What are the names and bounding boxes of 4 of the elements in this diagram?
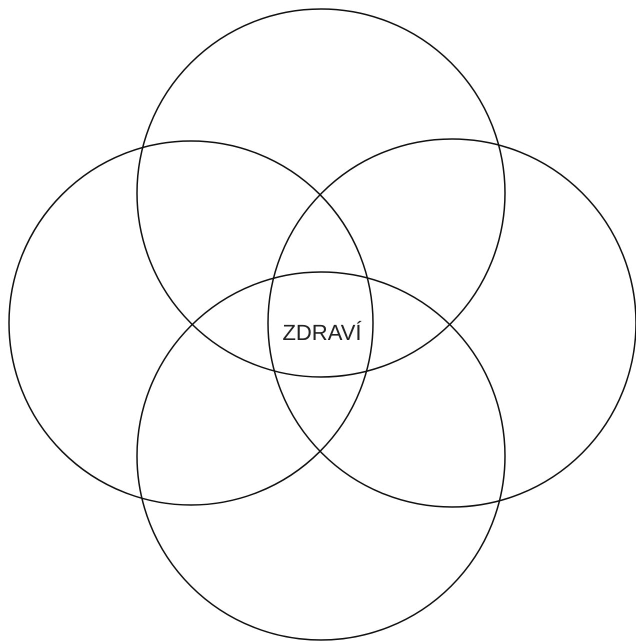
center-label: ZDRAVÍ — [282, 320, 362, 346]
venn-circle — [8, 140, 374, 506]
venn-circle — [136, 271, 506, 641]
venn-circle — [136, 8, 506, 378]
